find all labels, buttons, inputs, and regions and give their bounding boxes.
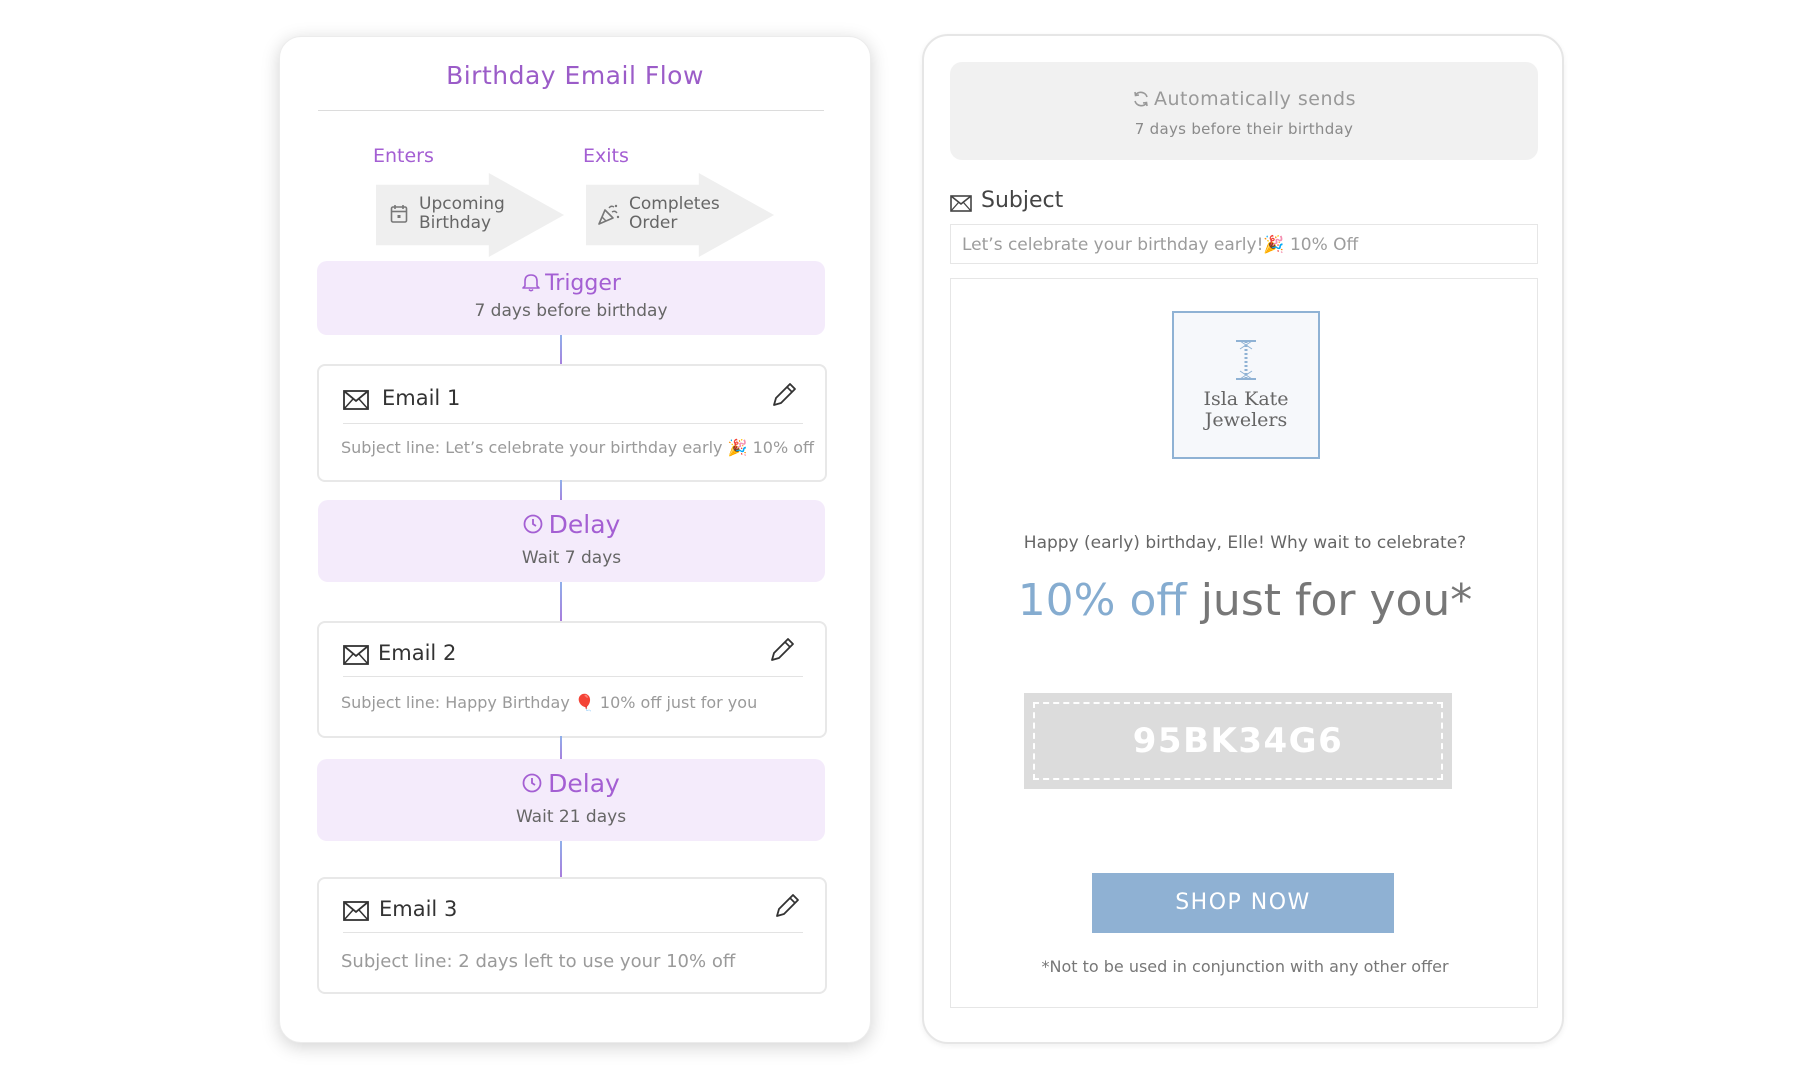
brand-logo: Isla Kate Jewelers	[1172, 311, 1320, 459]
auto-send-title: Automatically sends	[1153, 88, 1356, 110]
offer-accent-text: 10% off	[1017, 575, 1187, 626]
email-preview-card: Automatically sends 7 days before their …	[922, 34, 1564, 1044]
delay-subtitle: Wait 7 days	[521, 548, 622, 568]
subject-field[interactable]: Let’s celebrate your birthday early!🎉 10…	[950, 224, 1538, 264]
coupon-box: 95BK34G6	[1024, 693, 1452, 789]
email-title: Email 1	[382, 386, 461, 410]
greeting-text: Happy (early) birthday, Elle! Why wait t…	[1023, 533, 1467, 553]
connector-line	[560, 335, 562, 377]
logo-text-line2: Jewelers	[1204, 409, 1288, 431]
clock-icon	[522, 773, 542, 793]
refresh-icon	[1134, 91, 1148, 107]
envelope-icon	[343, 901, 369, 921]
email-subject: Subject line: Let’s celebrate your birth…	[341, 438, 815, 457]
clock-icon	[523, 514, 543, 534]
enters-label: Enters	[373, 145, 434, 167]
email-subject: Subject line: Happy Birthday 🎈 10% off j…	[341, 693, 758, 712]
exits-text-line1: Completes	[629, 194, 720, 214]
disclaimer-text: *Not to be used in conjunction with any …	[1041, 957, 1449, 976]
enters-text-line2: Birthday	[419, 213, 492, 233]
trigger-node[interactable]: Trigger 7 days before birthday	[317, 261, 825, 335]
delay-subtitle: Wait 21 days	[515, 807, 627, 827]
enters-text-line1: Upcoming	[419, 194, 505, 214]
exits-condition: Completes Order	[586, 173, 776, 257]
pencil-icon[interactable]	[774, 893, 800, 919]
offer-rest-text: just for you*	[1186, 575, 1473, 626]
email-body-preview: Isla Kate Jewelers Happy (early) birthda…	[950, 278, 1538, 1008]
calendar-icon	[390, 205, 408, 223]
email-divider	[343, 423, 803, 424]
delay-node-1[interactable]: Delay Wait 7 days	[318, 500, 825, 582]
flow-card: Birthday Email Flow Enters Upcoming Birt…	[279, 36, 871, 1043]
email-divider	[343, 932, 803, 933]
shop-now-button[interactable]: SHOP NOW	[1092, 873, 1394, 933]
email-node-2[interactable]: Email 2 Subject line: Happy Birthday 🎈 1…	[317, 621, 827, 738]
enters-condition: Upcoming Birthday	[376, 173, 566, 257]
connector-line	[560, 736, 562, 768]
envelope-icon	[343, 645, 369, 665]
email-title: Email 2	[378, 641, 457, 665]
title-divider	[318, 110, 824, 111]
exits-label: Exits	[583, 145, 629, 167]
auto-send-subtitle: 7 days before their birthday	[1134, 120, 1354, 138]
subject-label: Subject	[981, 188, 1064, 213]
offer-headline: 10% off just for you*	[951, 575, 1539, 626]
logo-text-line1: Isla Kate	[1203, 388, 1289, 410]
connector-line	[560, 841, 562, 887]
delay-title: Delay	[548, 510, 621, 539]
delay-node-2[interactable]: Delay Wait 21 days	[317, 759, 825, 841]
email-title: Email 3	[379, 897, 458, 921]
delay-title: Delay	[548, 769, 620, 798]
email-divider	[343, 676, 803, 677]
email-subject: Subject line: 2 days left to use your 10…	[341, 951, 736, 972]
pencil-icon[interactable]	[769, 637, 795, 663]
connector-line	[560, 582, 562, 632]
email-node-1[interactable]: Email 1 Subject line: Let’s celebrate yo…	[317, 364, 827, 482]
trigger-subtitle: 7 days before birthday	[474, 301, 668, 321]
auto-send-banner: Automatically sends 7 days before their …	[950, 62, 1538, 160]
email-node-3[interactable]: Email 3 Subject line: 2 days left to use…	[317, 877, 827, 994]
exits-text-line2: Order	[629, 213, 678, 233]
envelope-icon	[950, 195, 972, 212]
coupon-code: 95BK34G6	[1033, 702, 1443, 780]
envelope-icon	[343, 390, 369, 410]
bell-icon	[522, 274, 540, 292]
connector-line	[560, 480, 562, 510]
party-popper-icon	[598, 204, 620, 225]
flow-title: Birthday Email Flow	[446, 61, 704, 90]
trigger-title: Trigger	[545, 271, 621, 296]
logo-mark-icon	[1236, 340, 1256, 380]
pencil-icon[interactable]	[771, 382, 797, 408]
